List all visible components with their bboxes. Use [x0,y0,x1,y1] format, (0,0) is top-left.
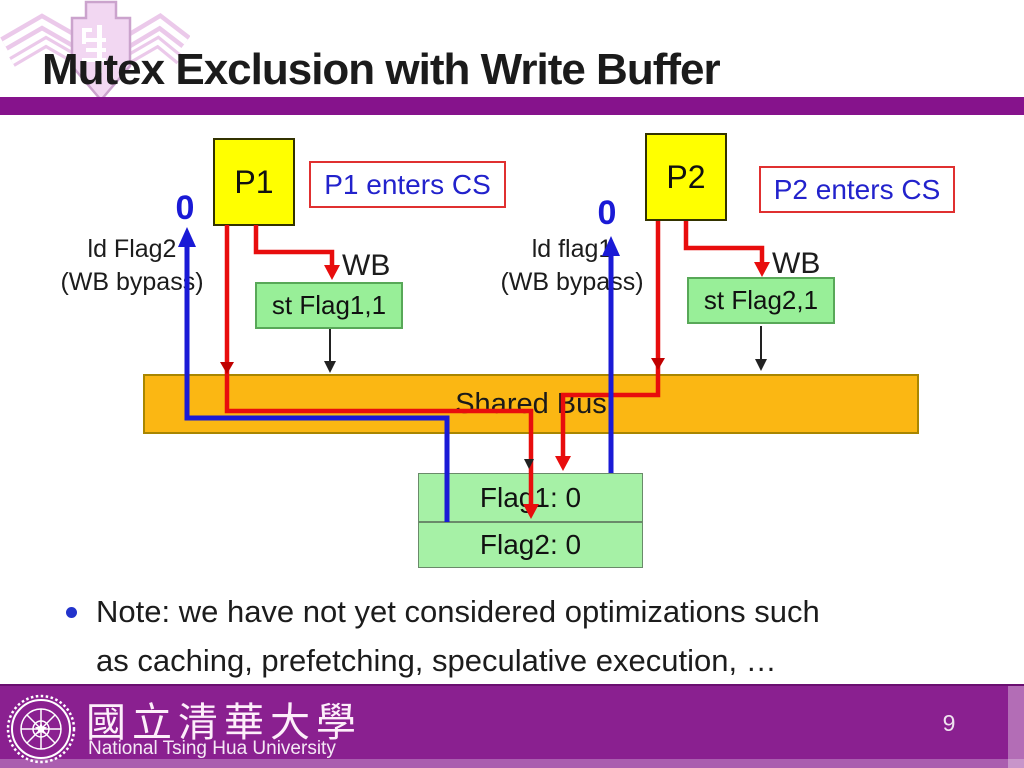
nthu-wing-logo-icon [0,0,190,102]
p2-label: P2 [666,158,706,195]
p1-label: P1 [234,163,274,200]
p2-wb-label: WB [772,247,821,280]
p2-load-line2: (WB bypass) [500,268,644,296]
slide-title: Mutex Exclusion with Write Buffer [42,45,721,94]
p2-load-label: ld flag1 (WB bypass) [478,233,666,299]
p1-load-line1: ld Flag2 [87,235,177,263]
p1-store-text: st Flag1,1 [271,290,387,320]
p1-store-to-wb-line [253,225,335,267]
note-text-line2: as caching, prefetching, speculative exe… [96,643,777,678]
p2-wb-to-bus-arrowhead [755,359,767,371]
p2-store-text: st Flag2,1 [703,285,819,315]
flag2-value: Flag2: 0 [479,529,582,560]
footer-bar: 國立清華大學 National Tsing Hua University 9 [0,684,1024,768]
p1-processor-box: P1 [213,138,295,226]
nthu-seal-icon [6,694,76,764]
flag2-memory-box: Flag2: 0 [418,522,643,568]
p1-enters-cs-callout: P1 enters CS [309,161,506,208]
p2-enters-cs-text: P2 enters CS [773,173,941,205]
shared-bus-bar: Shared Bus [143,374,919,434]
slide-right-edge [1008,686,1024,768]
p2-load-arrowhead [555,456,571,471]
p1-wb-to-bus-arrowhead [324,361,336,373]
university-name-zh: 國立清華大學 [86,701,362,745]
p1-enters-cs-text: P1 enters CS [324,168,491,200]
page-number: 9 [942,710,956,736]
title-underline-bar [0,97,1024,115]
p2-load-result-zero: 0 [597,194,617,232]
note-bullet-dot [66,607,77,618]
p1-wb-label: WB [342,249,391,282]
flag1-value: Flag1: 0 [479,481,582,513]
p2-processor-box: P2 [645,133,727,221]
p1-write-buffer-box: st Flag1,1 [255,282,403,329]
p1-store-arrowhead [324,265,340,280]
p2-enters-cs-callout: P2 enters CS [759,166,955,213]
p2-store-arrowhead [754,262,770,277]
p2-bus-entry-arrowhead [651,358,665,370]
p1-load-line2: (WB bypass) [60,268,204,296]
slide-bottom-edge [0,759,1024,768]
shared-bus-label: Shared Bus [455,387,607,420]
note-text-line1: Note: we have not yet considered optimiz… [96,594,820,629]
flag1-memory-box: Flag1: 0 [418,473,643,522]
p1-load-result-zero: 0 [175,189,195,227]
university-name-en: National Tsing Hua University [88,738,336,759]
p1-bus-entry-arrowhead [220,362,234,374]
p2-write-buffer-box: st Flag2,1 [687,277,835,324]
p2-load-line1: ld flag1 [531,235,613,263]
p2-store-to-wb-line [683,221,765,263]
p1-load-small-arrowhead [524,459,534,469]
p1-load-label: ld Flag2 (WB bypass) [38,233,226,299]
